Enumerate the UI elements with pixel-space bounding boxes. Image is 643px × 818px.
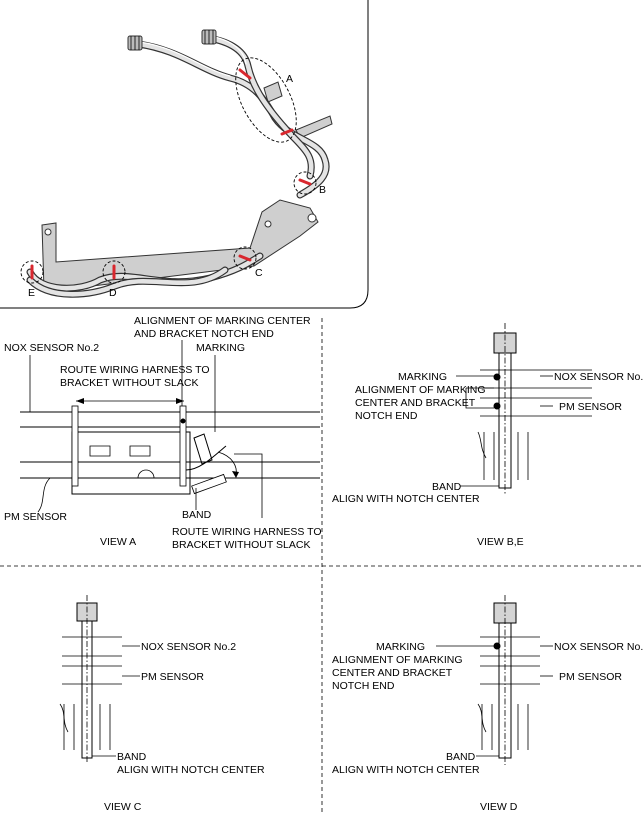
- view-be-alignment-line2: CENTER AND BRACKET: [355, 397, 476, 409]
- view-a-clip: [193, 433, 213, 465]
- view-be-bracket-legs: [483, 432, 529, 480]
- view-be-alignment-line1: ALIGNMENT OF MARKING: [355, 384, 486, 396]
- callout-circle-e: [20, 260, 44, 284]
- view-c-band-label: BAND: [117, 751, 147, 763]
- view-c-pm-label: PM SENSOR: [141, 671, 204, 683]
- view-d-align-notch: ALIGN WITH NOTCH CENTER: [332, 764, 480, 776]
- view-a-route-top-line1: ROUTE WIRING HARNESS TO: [60, 364, 210, 376]
- callout-circle-d: [102, 260, 126, 284]
- view-be-title: VIEW B,E: [477, 536, 524, 548]
- view-be-alignment-leader: [465, 388, 494, 409]
- view-be-nox-label: NOX SENSOR No.2: [554, 371, 643, 383]
- view-d-nox-harness: [480, 636, 540, 657]
- view-d-marking-label: MARKING: [376, 641, 425, 653]
- view-d-alignment-line2: CENTER AND BRACKET: [332, 667, 453, 679]
- view-be-align-notch: ALIGN WITH NOTCH CENTER: [332, 493, 480, 505]
- view-be-marking-label: MARKING: [398, 371, 447, 383]
- view-a-route-top-line2: BRACKET WITHOUT SLACK: [60, 377, 198, 389]
- marking-c: [238, 254, 252, 262]
- overview-panel: A B C D E: [0, 0, 369, 309]
- label-a: A: [286, 73, 293, 85]
- view-d-bracket-legs: [481, 704, 529, 750]
- view-a-band: [191, 473, 227, 495]
- view-d-panel: MARKING ALIGNMENT OF MARKING CENTER AND …: [332, 595, 643, 813]
- view-a-routed-harness: [185, 445, 227, 471]
- view-c-break: [59, 703, 69, 733]
- view-be-marking-dot-2: [493, 402, 501, 410]
- view-a-pm-leader: [37, 477, 51, 513]
- view-a-marking-label: MARKING: [196, 342, 245, 354]
- view-a-route-bottom-leader: [234, 453, 263, 518]
- view-d-marking-dot: [493, 642, 501, 650]
- view-a-strip-right: [179, 405, 187, 487]
- marking-a2: [280, 128, 294, 136]
- view-a-title: VIEW A: [100, 536, 136, 548]
- pipe-connector: [263, 81, 283, 103]
- view-a-panel: ALIGNMENT OF MARKING CENTER AND BRACKET …: [4, 315, 322, 551]
- view-be-band-label: BAND: [432, 481, 462, 493]
- view-a-route-bottom-line2: BRACKET WITHOUT SLACK: [172, 539, 310, 551]
- label-c: C: [255, 267, 263, 279]
- view-a-route-bottom-line1: ROUTE WIRING HARNESS TO: [172, 526, 322, 538]
- marking-a1: [238, 68, 252, 80]
- view-be-break: [477, 431, 487, 459]
- view-c-pm-harness: [62, 665, 122, 685]
- view-d-nox-label: NOX SENSOR No.2: [554, 641, 643, 653]
- view-a-bracket-notch: [137, 469, 155, 479]
- view-a-nox-sensor-label: NOX SENSOR No.2: [4, 342, 99, 354]
- bracket-hole-3: [44, 228, 52, 236]
- view-d-band-label: BAND: [446, 751, 476, 763]
- view-c-align-notch: ALIGN WITH NOTCH CENTER: [117, 764, 265, 776]
- view-d-pm-harness: [480, 665, 540, 685]
- view-c-panel: NOX SENSOR No.2 PM SENSOR BAND ALIGN WIT…: [59, 595, 265, 813]
- view-be-marking-dot-1: [493, 373, 501, 381]
- dimension-arrow-left: [76, 398, 84, 404]
- view-a-route-arrow: [232, 471, 239, 478]
- overview-frame: [0, 0, 369, 309]
- label-b: B: [319, 184, 326, 196]
- view-a-pm-sensor-label: PM SENSOR: [4, 511, 67, 523]
- view-c-bracket-legs: [63, 704, 111, 750]
- view-a-bracket: [71, 431, 191, 495]
- view-be-pm-harness: [480, 397, 592, 417]
- view-be-nox-harness: [480, 369, 592, 389]
- sensor-bracket: [41, 199, 319, 291]
- view-a-alignment-line1: ALIGNMENT OF MARKING CENTER: [134, 315, 311, 327]
- view-c-nox-harness: [62, 636, 122, 657]
- view-a-band-label: BAND: [182, 509, 212, 521]
- view-a-strip-left: [71, 405, 79, 487]
- dimension-arrow-right: [176, 398, 184, 404]
- view-d-title: VIEW D: [480, 801, 518, 813]
- view-c-nox-label: NOX SENSOR No.2: [141, 641, 236, 653]
- label-e: E: [28, 287, 35, 299]
- view-c-title: VIEW C: [104, 801, 142, 813]
- view-be-panel: MARKING ALIGNMENT OF MARKING CENTER AND …: [332, 323, 643, 548]
- label-d: D: [109, 287, 117, 299]
- pipe-nut-right: [201, 29, 217, 45]
- bracket-hole-2: [264, 220, 272, 228]
- view-d-alignment-line3: NOTCH END: [332, 680, 395, 692]
- pipe-nut-left: [127, 35, 143, 51]
- view-d-alignment-line1: ALIGNMENT OF MARKING: [332, 654, 463, 666]
- view-d-pm-label: PM SENSOR: [559, 671, 622, 683]
- callout-circle-b: [293, 171, 317, 195]
- view-a-bracket-slots: [89, 445, 151, 457]
- callout-circle-c: [233, 246, 257, 270]
- view-a-alignment-line2: AND BRACKET NOTCH END: [134, 328, 274, 340]
- view-d-break: [477, 703, 487, 733]
- marking-b: [298, 178, 312, 186]
- sensor-pipes: [26, 34, 330, 298]
- view-be-pm-label: PM SENSOR: [559, 401, 622, 413]
- bracket-hole: [307, 213, 317, 223]
- view-a-marking-dot: [180, 418, 186, 424]
- view-be-alignment-line3: NOTCH END: [355, 410, 418, 422]
